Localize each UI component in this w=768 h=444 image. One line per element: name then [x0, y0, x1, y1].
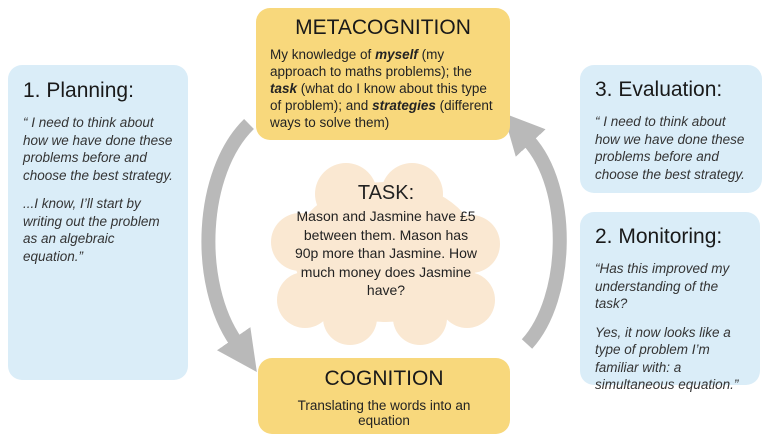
task-body: Mason and Jasmine have £5 between them. …	[294, 208, 478, 298]
cognition-title: COGNITION	[324, 367, 444, 390]
metacognition-body-segment: (different ways to solve them)	[270, 98, 493, 131]
planning-quote-2: ...I know, I’ll start by writing out the…	[23, 196, 160, 264]
cognition-box: COGNITION Translating the words into an …	[258, 358, 510, 434]
task-title: TASK:	[357, 182, 415, 204]
monitoring-title: 2. Monitoring:	[595, 225, 723, 248]
planning-box: 1. Planning: “ I need to think about how…	[8, 65, 188, 380]
evaluation-quote-1: “ I need to think about how we have done…	[595, 114, 745, 182]
metacognition-box: METACOGNITION My knowledge of myself (my…	[256, 8, 510, 140]
planning-title: 1. Planning:	[23, 79, 134, 102]
evaluation-title: 3. Evaluation:	[595, 78, 723, 101]
metacognition-emphasis-strategies: strategies	[372, 98, 436, 114]
metacognition-emphasis-task: task	[270, 81, 298, 97]
metacognition-body-segment: My knowledge of	[270, 47, 376, 63]
metacognition-body-segment: (what do I know about this type of probl…	[270, 81, 487, 114]
metacognition-emphasis-myself: myself	[375, 47, 418, 63]
evaluation-box: 3. Evaluation: “ I need to think about h…	[580, 65, 762, 193]
task-cloud-text: TASK: Mason and Jasmine have £5 between …	[292, 182, 480, 300]
planning-quote-1: “ I need to think about how we have done…	[23, 115, 173, 183]
metacognition-title: METACOGNITION	[295, 16, 471, 39]
metacognition-body: My knowledge of myself (my approach to m…	[270, 46, 496, 131]
arrow-metacognition-to-cognition	[201, 119, 257, 373]
metacognition-body-segment: (my approach to maths problems); the	[270, 47, 472, 80]
arrow-cognition-to-metacognition	[503, 113, 567, 349]
monitoring-box: 2. Monitoring: “Has this improved my und…	[580, 212, 760, 392]
cognition-body: Translating the words into an equation	[297, 398, 471, 429]
monitoring-quote-1: “Has this improved my understanding of t…	[595, 261, 730, 312]
monitoring-quote-2: Yes, it now looks like a type of problem…	[595, 324, 739, 393]
task-cloud-shape	[271, 163, 500, 345]
